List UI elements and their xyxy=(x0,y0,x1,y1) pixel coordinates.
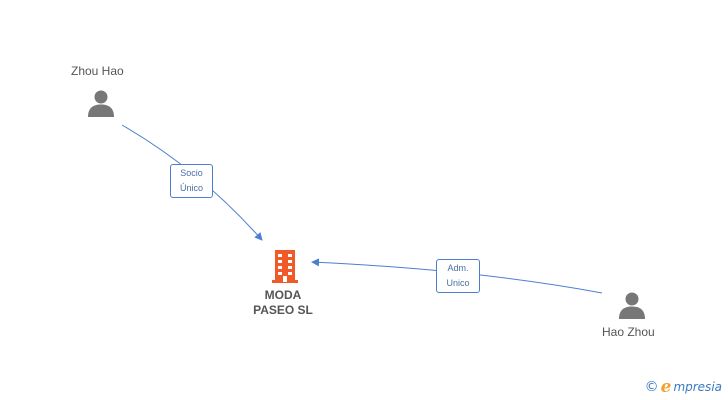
brand-initial: e xyxy=(660,377,672,397)
company-name-line-1: MODA xyxy=(264,288,302,302)
edge-label-adm-unico: Adm. Unico xyxy=(436,259,480,293)
building-icon xyxy=(272,250,298,283)
edge-label-line-2: Único xyxy=(179,183,203,193)
empresia-watermark: © e mpresia xyxy=(644,377,722,397)
edge-label-line-1: Adm. xyxy=(447,263,469,273)
person-icon xyxy=(619,292,645,319)
person-icon xyxy=(88,90,114,117)
person-name-hao-zhou: Hao Zhou xyxy=(602,325,655,339)
company-name-line-2: PASEO SL xyxy=(253,303,313,317)
edge-label-line-1: Socio xyxy=(180,168,203,178)
copyright-icon: © xyxy=(644,379,659,395)
edge-label-socio-unico: Socio Único xyxy=(170,164,213,198)
person-name-zhou-hao: Zhou Hao xyxy=(71,64,124,78)
edge-label-line-2: Unico xyxy=(446,278,470,288)
brand-name: mpresia xyxy=(673,380,722,394)
company-name: MODA PASEO SL xyxy=(243,288,323,318)
